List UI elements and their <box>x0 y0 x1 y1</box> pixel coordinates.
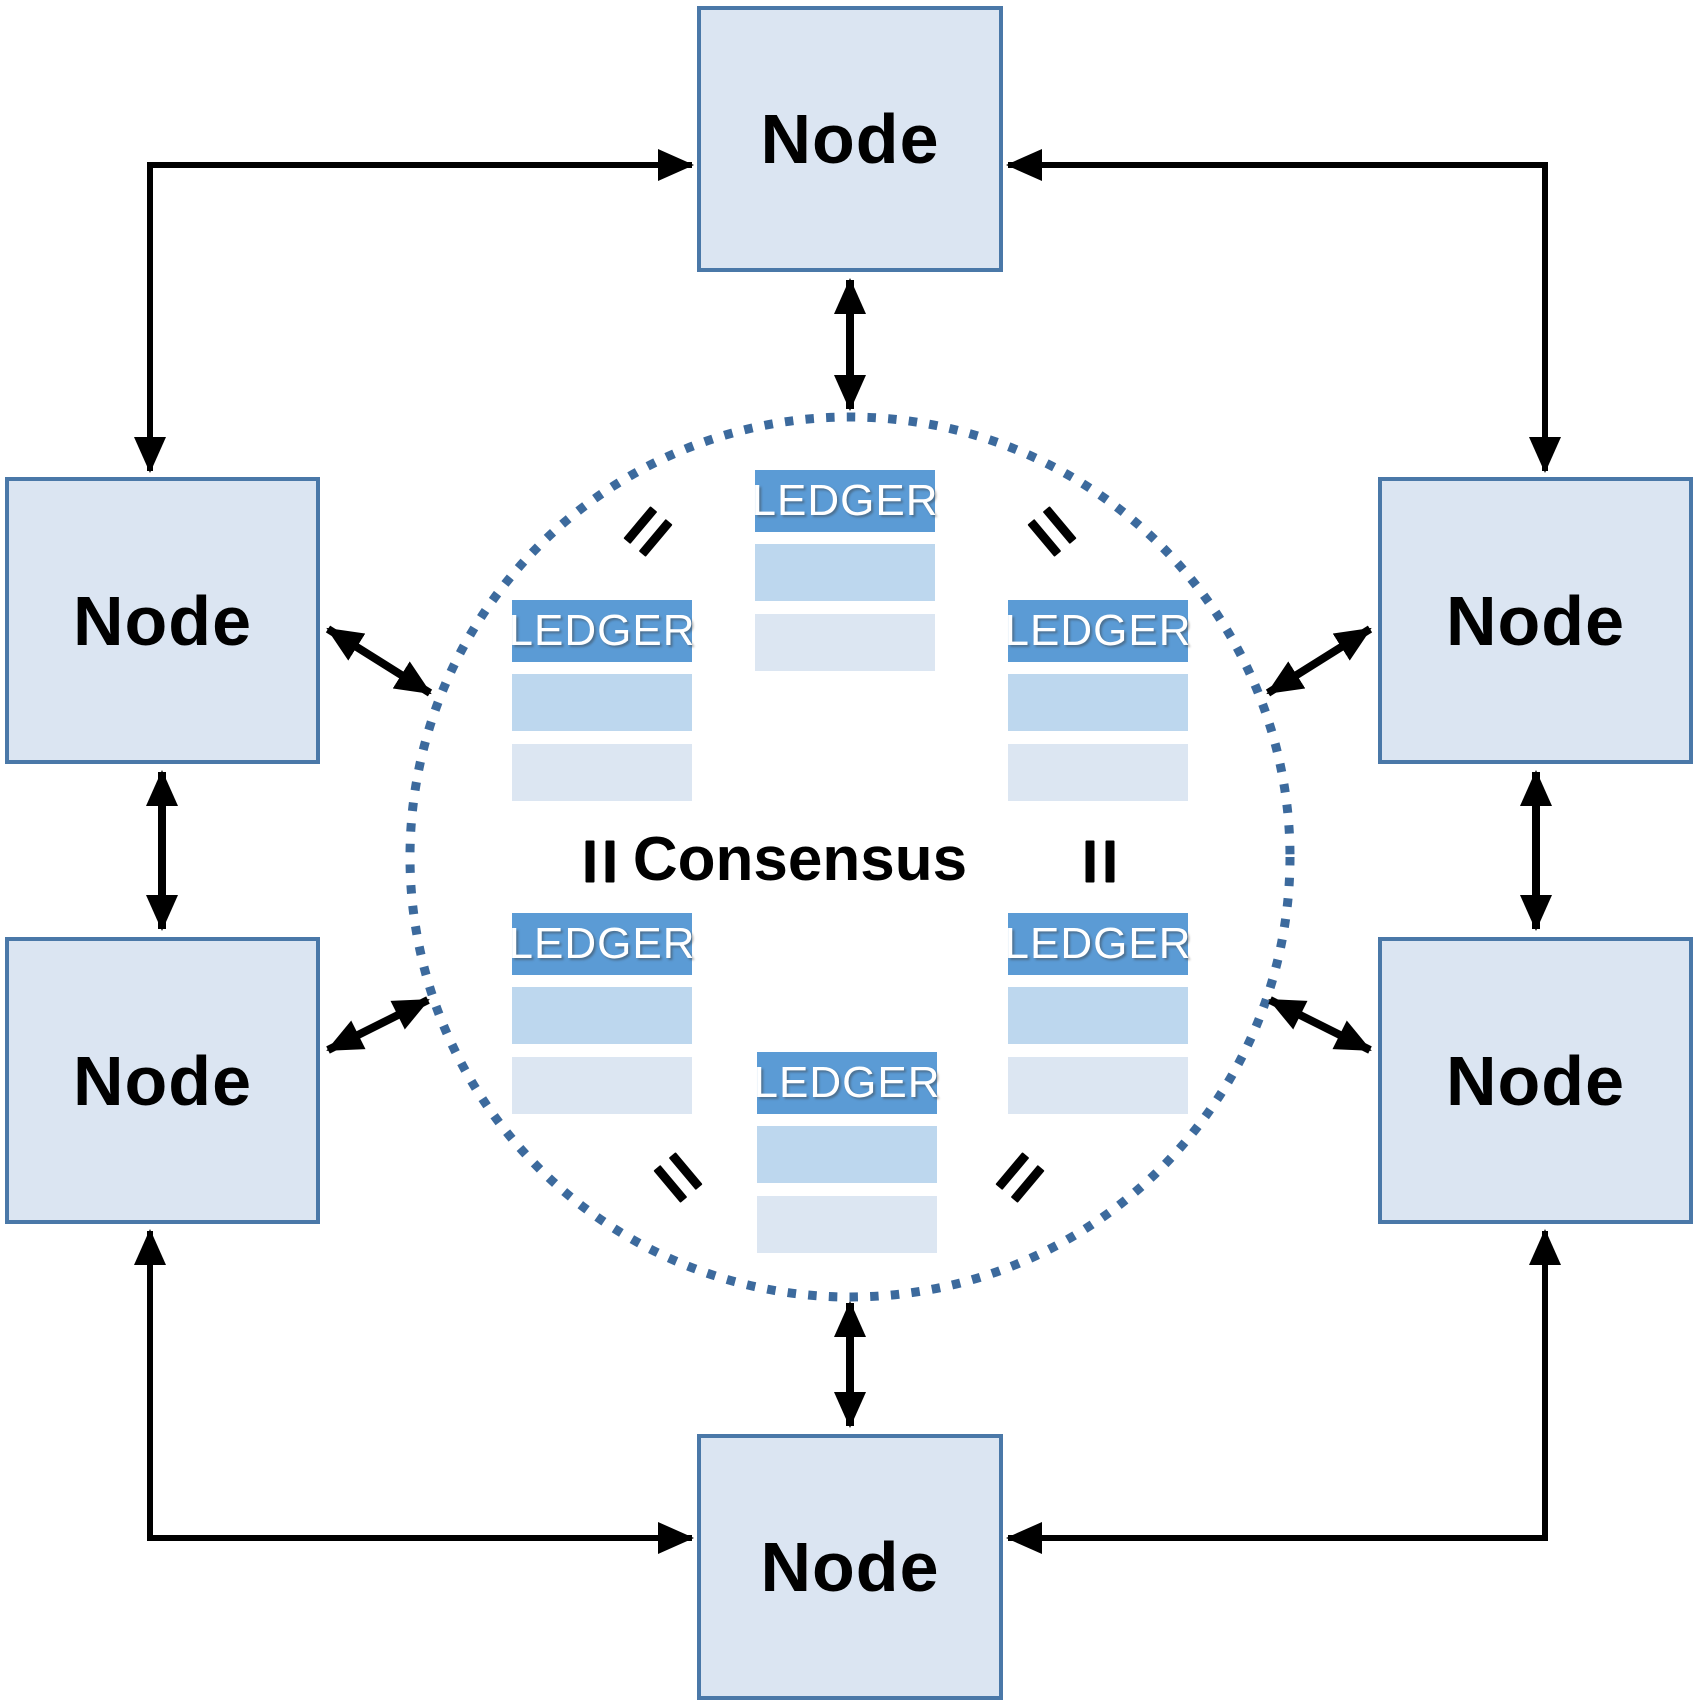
arrow-corner-bottom-right <box>1006 1229 1561 1554</box>
node-label: Node <box>73 1041 252 1120</box>
ledger-row <box>512 674 692 731</box>
ledger-title: LEDGER <box>509 913 694 975</box>
equals-icon <box>1086 841 1115 883</box>
consensus-circle <box>405 412 1295 1302</box>
arrow-corner-top-left <box>134 149 694 473</box>
ledger-row <box>1008 744 1188 801</box>
ledger-title: LEDGER <box>1005 913 1190 975</box>
ledger-row <box>512 1057 692 1114</box>
ledger-title: LEDGER <box>509 600 694 662</box>
ledger-row <box>757 1126 937 1183</box>
ledger-block-bottom: LEDGER <box>754 1052 939 1253</box>
ledger-block-mid-left: LEDGER <box>509 600 694 801</box>
ledger-row <box>1008 987 1188 1044</box>
ledger-row <box>512 744 692 801</box>
ledger-row <box>1008 1057 1188 1114</box>
node-box-bottom: Node <box>697 1434 1003 1700</box>
node-box-top: Node <box>697 6 1003 272</box>
arrow-upper-right-node-circle <box>1265 625 1373 697</box>
arrow-corner-bottom-left <box>134 1229 694 1554</box>
node-box-upper-right: Node <box>1378 477 1693 764</box>
node-label: Node <box>1446 1041 1625 1120</box>
ledger-block-lower-left: LEDGER <box>509 913 694 1114</box>
ledger-title: LEDGER <box>754 1052 939 1114</box>
node-label: Node <box>1446 581 1625 660</box>
arrow-upper-left-node-circle <box>325 625 433 697</box>
ledger-block-lower-right: LEDGER <box>1005 913 1190 1114</box>
ledger-title: LEDGER <box>1005 600 1190 662</box>
node-label: Node <box>760 1528 940 1606</box>
ledger-block-top: LEDGER <box>752 470 937 671</box>
consensus-title: Consensus <box>632 825 968 894</box>
node-box-lower-right: Node <box>1378 937 1693 1224</box>
ledger-row <box>512 987 692 1044</box>
arrow-lower-right-node-circle <box>1268 996 1372 1054</box>
node-label: Node <box>760 100 940 178</box>
ledger-row <box>755 614 935 671</box>
ledger-row <box>757 1196 937 1253</box>
ledger-block-mid-right: LEDGER <box>1005 600 1190 801</box>
ledger-row <box>755 544 935 601</box>
arrow-corner-top-right <box>1006 149 1561 473</box>
arrow-lower-left-node-circle <box>326 996 430 1054</box>
node-box-upper-left: Node <box>5 477 320 764</box>
ledger-title: LEDGER <box>752 470 937 532</box>
node-box-lower-left: Node <box>5 937 320 1224</box>
node-label: Node <box>73 581 252 660</box>
ledger-row <box>1008 674 1188 731</box>
